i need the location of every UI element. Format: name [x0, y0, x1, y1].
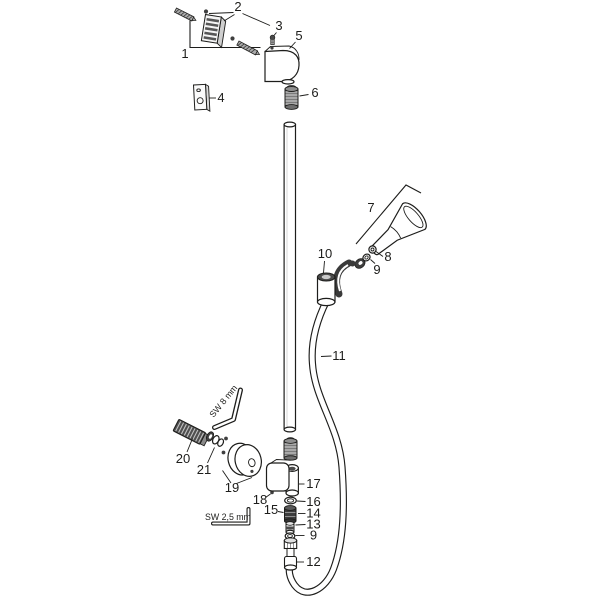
leader-line-8 [375, 251, 384, 257]
leader-line-10 [323, 260, 325, 274]
callout-17: 17 [306, 476, 320, 491]
callout-15: 15 [264, 502, 278, 517]
sw25-allen-key [211, 507, 251, 526]
leader-line-18 [265, 493, 271, 498]
callout-8: 8 [384, 249, 391, 264]
set-screw-dot-b [221, 450, 226, 455]
holder-clamp-jaw [333, 259, 356, 298]
part-9-cone-washer-top [354, 253, 371, 269]
rod-end-threaded-nipple [283, 437, 298, 461]
callout-14: 14 [306, 506, 320, 521]
callout-10: 10 [318, 246, 332, 261]
wall-bar-rod [283, 121, 297, 433]
part-13-adapter-nut [285, 521, 295, 535]
leader-line-20 [186, 438, 193, 453]
callout-4: 4 [217, 90, 224, 105]
sw8-allen-key [212, 387, 243, 430]
part-10-slider-holder [316, 272, 336, 307]
callout-1: 1 [181, 46, 188, 61]
callout-11: 11 [332, 348, 346, 363]
part-16-oring [284, 496, 297, 505]
callout-20: 20 [176, 451, 190, 466]
leader-line-6 [299, 94, 309, 97]
part-2-mounting-block [200, 13, 227, 49]
callout-18: 18 [253, 492, 267, 507]
grub-screw-dot-mid [230, 36, 235, 41]
part-12-hose-connector [283, 537, 298, 571]
set-screw-dot-a [224, 436, 228, 441]
leader-line-11 [320, 355, 332, 357]
callout-2: 2 [234, 0, 241, 14]
callout-bracket-19 [222, 470, 253, 484]
callout-9-bottom: 9 [310, 528, 317, 543]
callout-3: 3 [275, 18, 282, 33]
callout-9-top: 9 [373, 262, 380, 277]
callout-7: 7 [367, 200, 374, 215]
callout-bracket-1 [189, 20, 261, 49]
part-4-spacer-plate [192, 83, 211, 112]
leader-line-15 [277, 511, 284, 513]
callout-16: 16 [306, 494, 320, 509]
callout-5: 5 [295, 28, 302, 43]
leader-line-2 [208, 12, 271, 26]
leader-line-9-top [370, 259, 376, 264]
part-17-wall-bracket-bottom [265, 459, 299, 497]
part-11-shower-hose [285, 297, 347, 596]
callout-21: 21 [197, 462, 211, 477]
part-21-seal-rings [205, 431, 225, 447]
sw25-label: SW 2,5 mm [205, 512, 251, 522]
callout-bracket-7 [355, 184, 422, 245]
part-19-pivot-roller [227, 442, 262, 477]
leader-line-5 [289, 41, 296, 49]
part-5-wall-bracket-top [264, 45, 300, 85]
screw-long-mid [236, 40, 261, 56]
part-14-flow-insert [284, 505, 297, 524]
leader-line-13 [295, 524, 306, 526]
grub-screw-dot-top [203, 9, 209, 14]
callout-6: 6 [311, 85, 318, 100]
callout-12: 12 [306, 554, 320, 569]
part-3-screw [269, 34, 276, 45]
part-6-threaded-nipple [284, 85, 299, 110]
leader-line-21 [207, 447, 215, 464]
screw-long-top [173, 7, 197, 22]
callout-13: 13 [306, 517, 320, 532]
callout-19: 19 [225, 480, 239, 495]
part-8-snap-ring [368, 245, 377, 254]
leader-line-16 [296, 500, 306, 502]
